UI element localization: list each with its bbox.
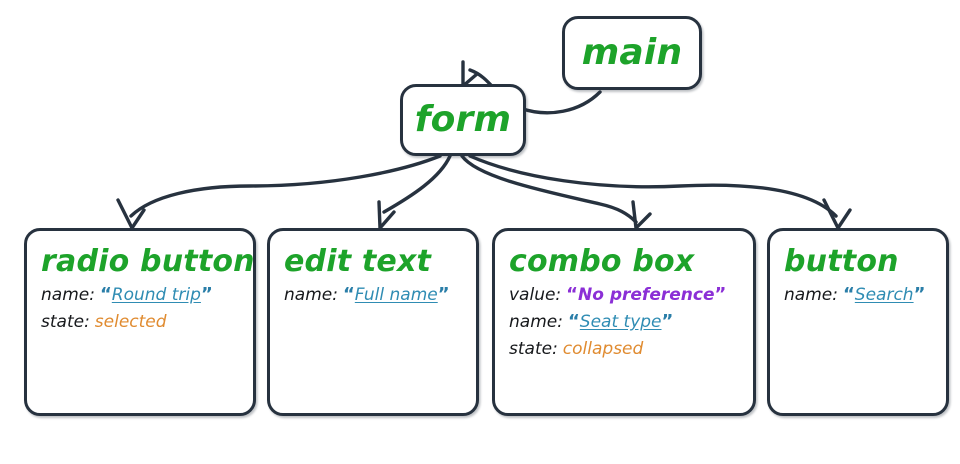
property-key: state:: [509, 339, 558, 359]
quote-close: ”: [200, 284, 213, 305]
edge-form-to-edit-arrowhead: [377, 200, 396, 230]
node-form-title: form: [414, 99, 512, 140]
node-edit-text-properties: name:“Full name”: [270, 281, 476, 308]
property-row: state:collapsed: [509, 335, 753, 362]
quote-close: ”: [437, 284, 450, 305]
edge-form-to-radio-arrowhead: [116, 198, 146, 230]
property-row: name:“Seat type”: [509, 308, 753, 335]
quote-close: ”: [913, 284, 926, 305]
property-value-text: Full name: [354, 285, 438, 305]
property-key: name:: [41, 285, 95, 305]
quote-open: “: [99, 284, 112, 305]
quote-close: ”: [661, 311, 674, 332]
property-key: name:: [509, 312, 563, 332]
property-row: name:“Full name”: [284, 281, 476, 308]
property-row: name:“Search”: [784, 281, 946, 308]
node-combo-box-title: combo box: [509, 244, 695, 279]
node-radio-button[interactable]: radio button name:“Round trip” state:sel…: [24, 228, 256, 416]
property-value: selected: [94, 312, 167, 332]
node-combo-box[interactable]: combo box value:“No preference” name:“Se…: [492, 228, 756, 416]
property-value-text: Round trip: [111, 285, 201, 305]
node-combo-box-properties: value:“No preference” name:“Seat type” s…: [495, 281, 753, 362]
node-radio-button-title: radio button: [41, 244, 255, 279]
property-value: “Full name”: [342, 284, 450, 305]
edge-form-to-radio: [129, 154, 442, 218]
property-row: value:“No preference”: [509, 281, 753, 308]
edge-form-to-edit: [382, 154, 452, 214]
edge-form-to-button-arrowhead: [822, 198, 852, 230]
property-row: state:selected: [41, 308, 253, 335]
property-value: “Search”: [842, 284, 926, 305]
node-edit-text-title: edit text: [284, 244, 432, 279]
property-row: name:“Round trip”: [41, 281, 253, 308]
node-radio-button-properties: name:“Round trip” state:selected: [27, 281, 253, 335]
property-value: collapsed: [562, 339, 644, 359]
node-form[interactable]: form: [400, 84, 526, 156]
property-value-text: No preference: [578, 285, 715, 305]
property-key: name:: [284, 285, 338, 305]
edge-main-to-form-arrowhead: [461, 60, 479, 88]
node-button-properties: name:“Search”: [770, 281, 946, 308]
edge-form-to-combo-arrowhead: [631, 200, 652, 230]
node-button-title: button: [784, 244, 899, 279]
property-key: name:: [784, 285, 838, 305]
node-main[interactable]: main: [562, 16, 702, 90]
quote-open: “: [342, 284, 355, 305]
edge-form-to-button: [468, 154, 838, 218]
property-value: “No preference”: [566, 284, 727, 305]
node-edit-text[interactable]: edit text name:“Full name”: [267, 228, 479, 416]
quote-close: ”: [714, 284, 727, 305]
quote-open: “: [566, 284, 579, 305]
quote-open: “: [567, 311, 580, 332]
property-value-text: Search: [854, 285, 914, 305]
quote-open: “: [842, 284, 855, 305]
property-key: state:: [41, 312, 90, 332]
node-main-title: main: [581, 32, 683, 73]
property-key: value:: [509, 285, 562, 305]
property-value-text: Seat type: [579, 312, 662, 332]
edge-form-to-combo: [460, 154, 638, 224]
property-value: “Round trip”: [99, 284, 213, 305]
property-value: “Seat type”: [567, 311, 674, 332]
node-button[interactable]: button name:“Search”: [767, 228, 949, 416]
